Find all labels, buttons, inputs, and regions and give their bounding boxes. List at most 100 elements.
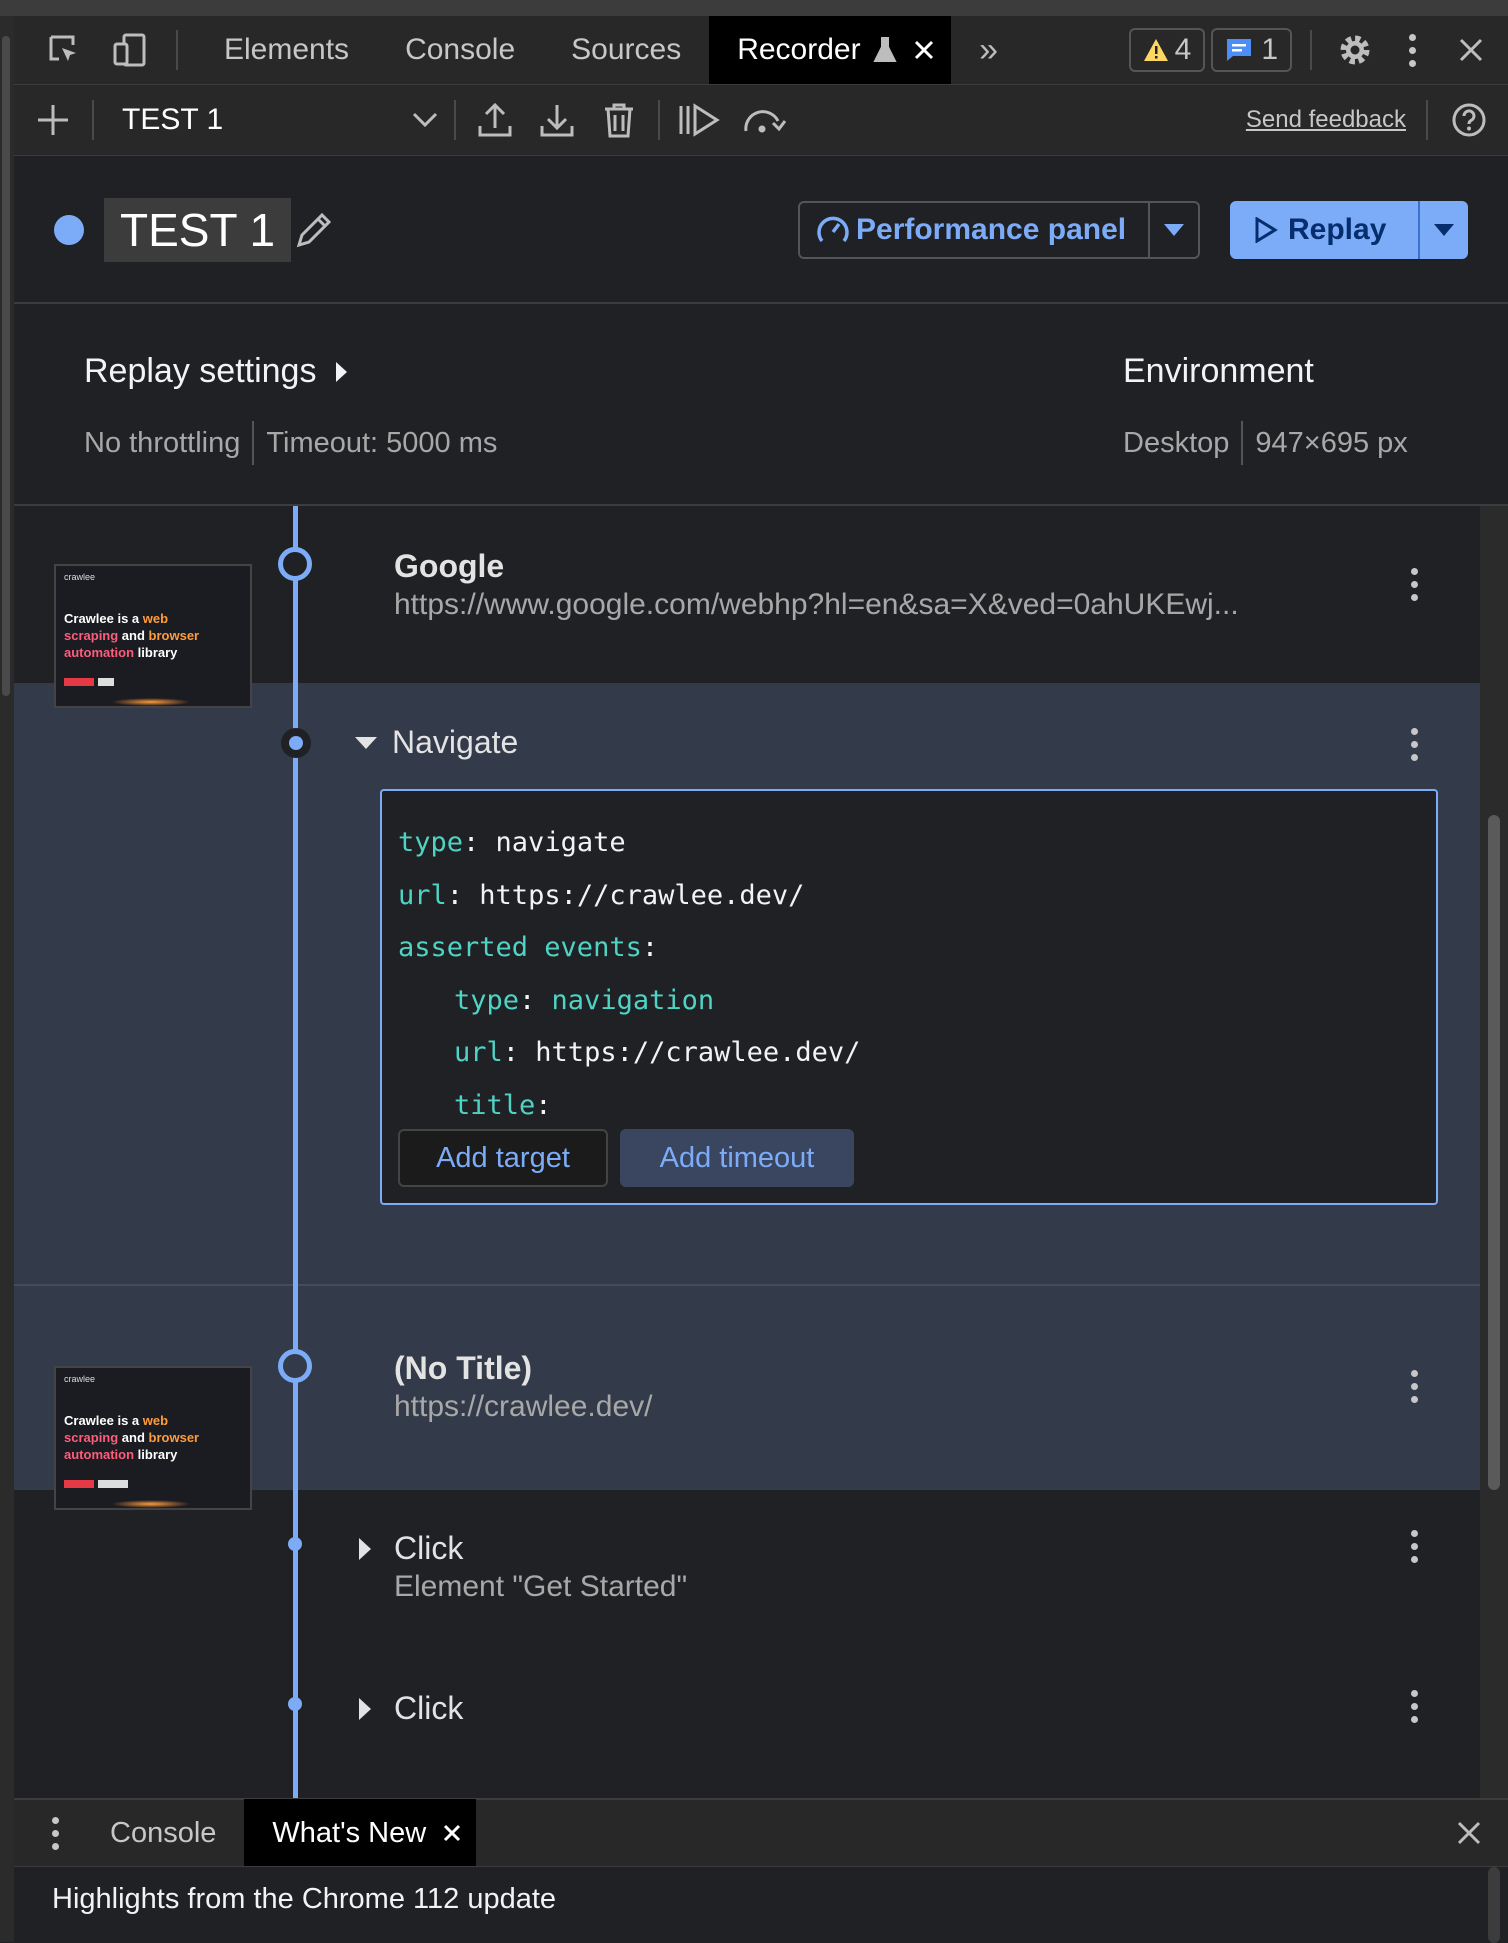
navigate-step-header[interactable]: Navigate (354, 724, 518, 761)
drawer-menu-icon[interactable] (52, 1816, 60, 1850)
add-target-label: Add target (436, 1141, 570, 1174)
delete-trash-icon[interactable] (588, 85, 650, 155)
window-top-edge (0, 0, 1508, 16)
performance-panel-label: Performance panel (856, 213, 1127, 246)
step-replay-icon[interactable] (668, 85, 730, 155)
performance-panel-button[interactable]: Performance panel (798, 201, 1200, 259)
edit-title-pencil-icon[interactable] (294, 210, 334, 250)
click-step-1-header[interactable]: Click (358, 1530, 463, 1567)
steps-scrollbar-thumb[interactable] (1488, 815, 1500, 1490)
code-line-event-url[interactable]: url: https://crawlee.dev/ (454, 1037, 861, 1068)
whats-new-headline: Highlights from the Chrome 112 update (52, 1883, 557, 1915)
drawer-tab-whats-new[interactable]: What's New (244, 1799, 477, 1867)
timeline-line (293, 506, 298, 1798)
add-target-button[interactable]: Add target (398, 1129, 608, 1187)
section2-header-bg (14, 1286, 1480, 1490)
section1-menu-icon[interactable] (1411, 568, 1419, 601)
more-tabs-icon[interactable]: » (979, 30, 999, 69)
messages-badge[interactable]: 1 (1211, 28, 1292, 72)
recording-select-value: TEST 1 (122, 103, 224, 136)
timeout-value[interactable]: Timeout: 5000 ms (266, 426, 498, 459)
experiment-flask-icon (872, 37, 897, 62)
separator (92, 100, 94, 140)
inspect-element-icon[interactable] (36, 16, 92, 84)
replay-settings-toggle[interactable]: Replay settings (84, 352, 348, 391)
separator (176, 30, 178, 70)
export-upload-icon[interactable] (464, 85, 526, 155)
replay-dropdown-chevron-icon[interactable] (1420, 201, 1468, 259)
customize-menu-icon[interactable] (1388, 16, 1438, 84)
click-step-1-menu-icon[interactable] (1411, 1530, 1419, 1563)
tab-sources[interactable]: Sources (571, 33, 682, 66)
drawer-tab-console[interactable]: Console (110, 1816, 217, 1849)
recorder-toolbar: TEST 1 Send feedback (14, 85, 1508, 156)
tab-recorder-label: Recorder (737, 33, 861, 66)
warnings-badge[interactable]: 4 (1128, 28, 1206, 72)
close-tab-icon[interactable] (442, 1823, 462, 1843)
caret-right-icon (359, 1697, 371, 1720)
section2-url: https://crawlee.dev/ (394, 1390, 653, 1423)
code-line-type[interactable]: type: navigate (398, 827, 626, 858)
add-timeout-button[interactable]: Add timeout (620, 1129, 854, 1187)
click-step-1-label: Click (394, 1530, 464, 1566)
section-marker (278, 1349, 312, 1383)
click-step-2-menu-icon[interactable] (1411, 1690, 1419, 1723)
viewport-value: 947×695 px (1255, 426, 1408, 459)
drawer-tab-strip: Console What's New (14, 1798, 1508, 1867)
separator (454, 100, 456, 140)
code-line-url[interactable]: url: https://crawlee.dev/ (398, 879, 805, 911)
code-line-event-title[interactable]: title: (454, 1089, 552, 1121)
divider (14, 1284, 1480, 1286)
section2-menu-icon[interactable] (1411, 1370, 1419, 1403)
create-recording-plus-icon[interactable] (26, 85, 80, 155)
throttling-value[interactable]: No throttling (84, 426, 241, 459)
device-value: Desktop (1123, 426, 1230, 459)
performance-dropdown-chevron-icon[interactable] (1150, 202, 1198, 258)
section-marker (278, 547, 312, 581)
separator (658, 100, 660, 140)
settings-gear-icon[interactable] (1330, 16, 1380, 84)
click-step-1-detail: Element "Get Started" (394, 1570, 688, 1603)
step-marker (288, 1697, 302, 1711)
recording-title[interactable]: TEST 1 (104, 198, 292, 262)
section1-title[interactable]: Google (394, 548, 505, 584)
send-feedback-link[interactable]: Send feedback (1245, 106, 1406, 133)
navigate-step-menu-icon[interactable] (1411, 728, 1419, 761)
tab-recorder[interactable]: Recorder (709, 16, 951, 84)
replay-button[interactable]: Replay (1230, 201, 1468, 259)
caret-down-icon (355, 736, 377, 749)
replay-settings-values: No throttling Timeout: 5000 ms (84, 421, 497, 465)
navigate-step-editor[interactable]: type: navigate url: https://crawlee.dev/… (380, 789, 1438, 1205)
tab-console[interactable]: Console (405, 33, 516, 66)
caret-right-icon (359, 1537, 371, 1560)
drawer-scrollbar-thumb[interactable] (1488, 1867, 1500, 1943)
navigate-step-label: Navigate (392, 724, 519, 760)
slow-replay-icon[interactable] (730, 85, 796, 155)
environment-heading: Environment (1123, 352, 1314, 390)
recording-status-dot (54, 215, 84, 245)
section2-title[interactable]: (No Title) (394, 1350, 533, 1386)
code-line-event-type[interactable]: type: navigation (454, 984, 715, 1016)
close-devtools-icon[interactable] (1446, 16, 1496, 84)
left-scrollbar[interactable] (0, 16, 14, 1942)
help-icon[interactable] (1448, 85, 1490, 155)
import-download-icon[interactable] (526, 85, 588, 155)
click-step-2-header[interactable]: Click (358, 1690, 463, 1727)
thumbnail-brand: crawlee (64, 1374, 96, 1384)
message-icon (1227, 39, 1252, 61)
drawer-tab-whats-new-label: What's New (272, 1816, 427, 1849)
recording-select[interactable]: TEST 1 (106, 85, 446, 155)
code-line-asserted-events[interactable]: asserted events: (398, 932, 659, 963)
replay-label: Replay (1288, 213, 1387, 246)
separator (1426, 100, 1428, 140)
left-scrollbar-thumb[interactable] (2, 36, 10, 696)
close-tab-icon[interactable] (913, 39, 935, 61)
tab-elements[interactable]: Elements (224, 33, 350, 66)
device-toolbar-icon[interactable] (102, 16, 158, 84)
close-drawer-icon[interactable] (1456, 1820, 1482, 1846)
chevron-down-icon (412, 112, 438, 128)
